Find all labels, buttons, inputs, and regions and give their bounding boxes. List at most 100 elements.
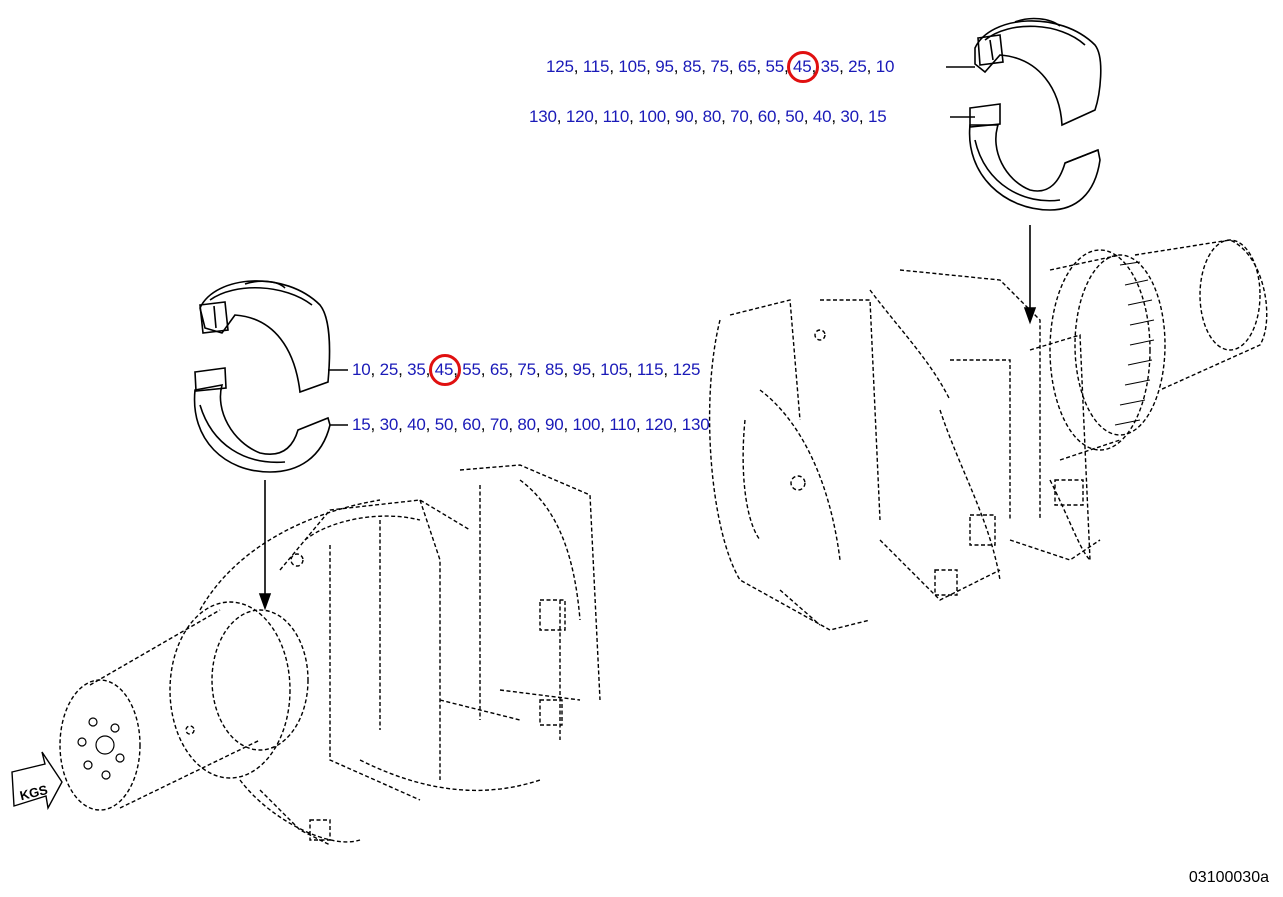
separator: , — [370, 360, 380, 379]
part-ref-65[interactable]: 65 — [489, 360, 509, 379]
part-ref-30[interactable]: 30 — [840, 107, 859, 126]
highlight-circle — [787, 51, 819, 83]
part-ref-80[interactable]: 80 — [517, 415, 536, 434]
separator: , — [573, 57, 583, 76]
part-ref-15[interactable]: 15 — [352, 415, 371, 434]
part-ref-45[interactable]: 45 — [787, 51, 819, 83]
part-ref-60[interactable]: 60 — [462, 415, 481, 434]
separator: , — [508, 415, 518, 434]
part-ref-55[interactable]: 55 — [765, 57, 784, 76]
separator: , — [672, 415, 682, 434]
part-ref-40[interactable]: 40 — [812, 107, 832, 126]
separator: , — [593, 107, 603, 126]
part-ref-90[interactable]: 90 — [544, 415, 564, 434]
separator: , — [425, 415, 435, 434]
separator: , — [748, 107, 758, 126]
upper-bearing-shell-bottom[interactable] — [968, 103, 1101, 211]
separator: , — [665, 107, 675, 126]
separator: , — [701, 57, 711, 76]
part-ref-60[interactable]: 60 — [757, 107, 777, 126]
separator: , — [663, 360, 673, 379]
part-ref-80[interactable]: 80 — [702, 107, 722, 126]
part-ref-30[interactable]: 30 — [379, 415, 399, 434]
part-ref-25[interactable]: 25 — [848, 57, 867, 76]
separator: , — [673, 57, 683, 76]
separator: , — [728, 57, 738, 76]
kgs-direction-marker: KGS — [11, 751, 63, 811]
part-ref-10[interactable]: 10 — [875, 57, 895, 76]
separator: , — [858, 107, 868, 126]
part-ref-35[interactable]: 35 — [407, 360, 426, 379]
callout-lower-bottom: 15, 30, 40, 50, 60, 70, 80, 90, 100, 110… — [352, 415, 710, 435]
ring-gear-teeth — [1114, 261, 1155, 426]
part-ref-115[interactable]: 115 — [636, 360, 664, 379]
lower-bearing-shell-bottom[interactable] — [193, 367, 331, 473]
lower-bearing-shell-top[interactable] — [199, 280, 331, 394]
separator: , — [627, 360, 637, 379]
part-ref-85[interactable]: 85 — [682, 57, 702, 76]
separator: , — [783, 57, 793, 76]
part-ref-40[interactable]: 40 — [407, 415, 426, 434]
part-ref-45[interactable]: 45 — [428, 354, 461, 386]
part-ref-130[interactable]: 130 — [681, 415, 710, 434]
part-ref-120[interactable]: 120 — [644, 415, 673, 434]
separator: , — [635, 415, 645, 434]
callout-upper-top: 125, 115, 105, 95, 85, 75, 65, 55, 45, 3… — [546, 51, 895, 83]
separator: , — [370, 415, 380, 434]
separator: , — [398, 360, 408, 379]
part-ref-10[interactable]: 10 — [352, 360, 371, 379]
separator: , — [776, 107, 786, 126]
separator: , — [831, 107, 841, 126]
part-ref-65[interactable]: 65 — [737, 57, 757, 76]
part-ref-55[interactable]: 55 — [462, 360, 481, 379]
separator: , — [425, 360, 435, 379]
part-ref-70[interactable]: 70 — [489, 415, 509, 434]
separator: , — [453, 415, 463, 434]
part-ref-105[interactable]: 105 — [618, 57, 647, 76]
separator: , — [646, 57, 656, 76]
separator: , — [721, 107, 731, 126]
part-ref-75[interactable]: 75 — [710, 57, 729, 76]
kgs-label: KGS — [18, 782, 49, 803]
separator: , — [839, 57, 849, 76]
separator: , — [556, 107, 566, 126]
separator: , — [866, 57, 876, 76]
part-ref-110[interactable]: 110 — [609, 415, 636, 434]
part-ref-35[interactable]: 35 — [820, 57, 840, 76]
part-ref-100[interactable]: 100 — [572, 415, 601, 434]
part-ref-50[interactable]: 50 — [785, 107, 804, 126]
part-ref-105[interactable]: 105 — [600, 360, 628, 379]
separator: , — [480, 415, 490, 434]
separator: , — [563, 360, 573, 379]
separator: , — [609, 57, 619, 76]
part-ref-75[interactable]: 75 — [517, 360, 536, 379]
part-ref-50[interactable]: 50 — [434, 415, 454, 434]
part-ref-85[interactable]: 85 — [544, 360, 564, 379]
separator: , — [693, 107, 703, 126]
separator: , — [629, 107, 639, 126]
separator: , — [563, 415, 573, 434]
part-ref-120[interactable]: 120 — [565, 107, 594, 126]
part-ref-70[interactable]: 70 — [730, 107, 749, 126]
part-ref-110[interactable]: 110 — [602, 107, 630, 126]
part-ref-15[interactable]: 15 — [867, 107, 887, 126]
highlight-circle — [428, 354, 461, 386]
callout-upper-bottom: 130, 120, 110, 100, 90, 80, 70, 60, 50, … — [529, 107, 887, 127]
part-ref-125[interactable]: 125 — [672, 360, 701, 379]
part-ref-95[interactable]: 95 — [572, 360, 592, 379]
part-ref-100[interactable]: 100 — [638, 107, 666, 126]
crankshaft-lower-left — [59, 464, 601, 846]
part-ref-125[interactable]: 125 — [546, 57, 574, 76]
upper-bearing-shell-top[interactable] — [974, 17, 1102, 127]
separator: , — [535, 415, 545, 434]
separator: , — [535, 360, 545, 379]
crankshaft-upper-right — [708, 239, 1268, 631]
part-ref-130[interactable]: 130 — [529, 107, 557, 126]
part-ref-115[interactable]: 115 — [582, 57, 610, 76]
part-ref-95[interactable]: 95 — [655, 57, 674, 76]
part-ref-25[interactable]: 25 — [379, 360, 399, 379]
separator: , — [600, 415, 610, 434]
flange-bolt-holes — [77, 717, 125, 780]
part-ref-90[interactable]: 90 — [675, 107, 694, 126]
